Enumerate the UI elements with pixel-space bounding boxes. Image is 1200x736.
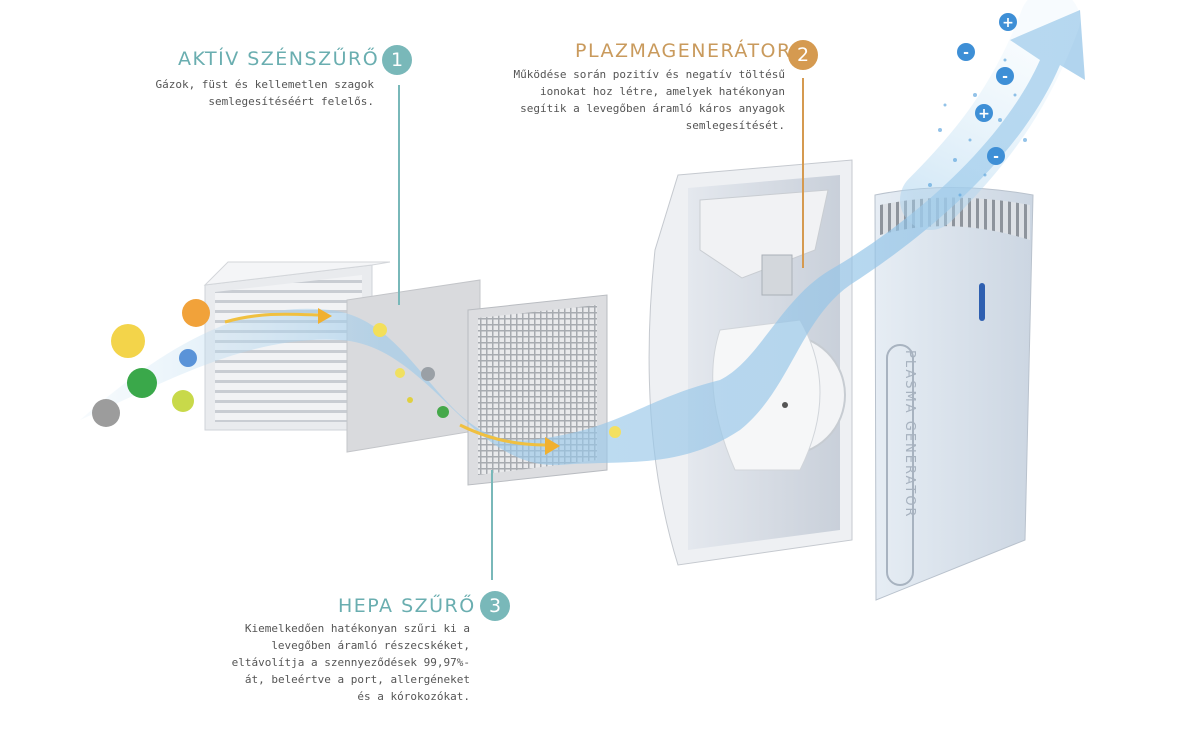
number-badge: 2 (788, 40, 818, 70)
panel-label: PLASMA GENERATOR (902, 350, 917, 519)
airflow-stream (80, 0, 1085, 466)
leader-line (802, 78, 804, 268)
flow-arrows (224, 308, 560, 455)
ion-particles: + - - + - (957, 13, 1017, 165)
callout-description: Működése során pozitív és negatív töltés… (513, 68, 785, 132)
callout-title: AKTÍV SZÉNSZŰRŐ (178, 48, 380, 70)
number-badge: 1 (382, 45, 412, 75)
ion-sign: - (993, 149, 999, 165)
ion-sign: - (963, 45, 969, 61)
leader-line (398, 85, 400, 305)
pollutant-icons (92, 299, 621, 438)
positive-ion-icon (999, 13, 1017, 31)
pollen-icon (172, 390, 194, 412)
arrow-head-icon (318, 308, 332, 324)
dust-mite-icon (92, 399, 120, 427)
bacteria-icon (127, 368, 157, 398)
negative-ion-icon (996, 67, 1014, 85)
arrow-head-icon (545, 437, 560, 455)
number-badge: 3 (480, 591, 510, 621)
ion-mist (928, 58, 1027, 197)
callout-title: PLAZMAGENERÁTOR (575, 40, 792, 62)
negative-ion-icon (957, 43, 975, 61)
callout-description: Gázok, füst és kellemetlen szagok semleg… (155, 78, 374, 108)
drop-icon (179, 349, 197, 367)
callout-description: Kiemelkedően hatékonyan szűri ki a leveg… (231, 622, 470, 703)
smoke-icon (182, 299, 210, 327)
sun-pollen-icon (111, 324, 145, 358)
front-grille (203, 261, 391, 431)
front-cover-panel: PLASMA GENERATOR (874, 187, 1034, 601)
leader-line (491, 470, 493, 580)
ion-sign: + (1002, 15, 1014, 31)
positive-ion-icon (975, 104, 993, 122)
ion-sign: - (1002, 69, 1008, 85)
callout-title: HEPA SZŰRŐ (338, 595, 476, 617)
negative-ion-icon (987, 147, 1005, 165)
ion-sign: + (978, 106, 990, 122)
